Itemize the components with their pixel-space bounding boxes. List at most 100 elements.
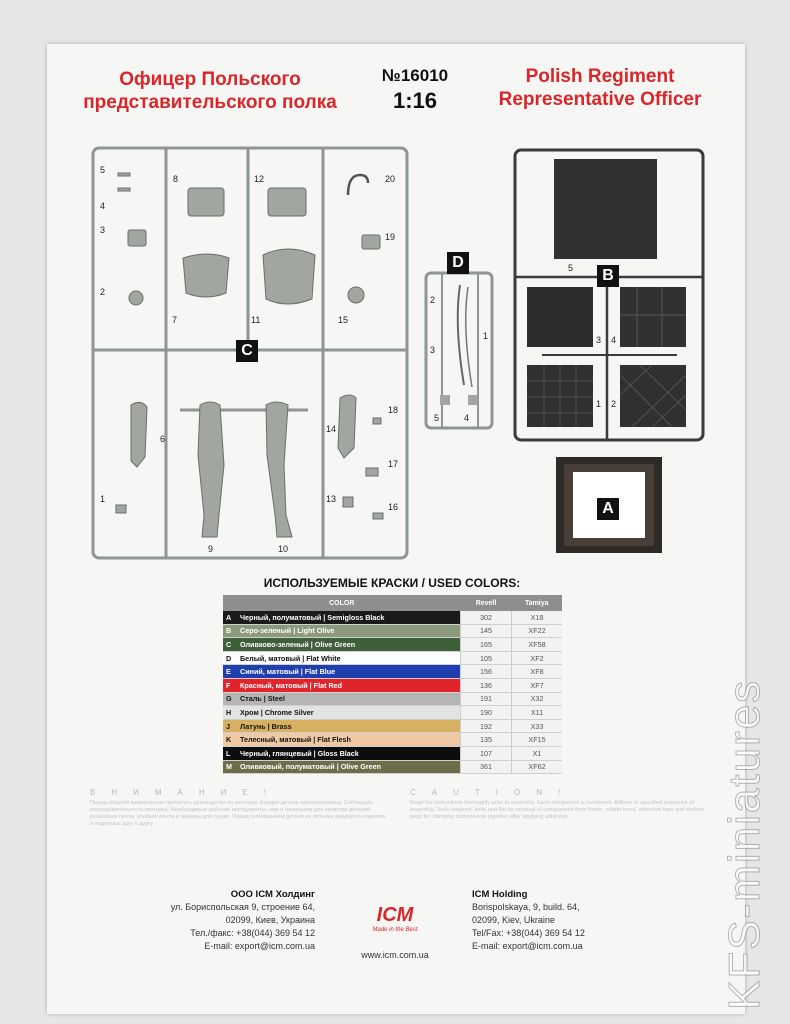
sprue-d-label: D: [447, 252, 469, 274]
sprue-c-part-20: 20: [385, 174, 395, 184]
title-ru-line2: представительского полка: [83, 92, 337, 113]
svg-text:5: 5: [434, 413, 439, 423]
svg-text:1: 1: [483, 331, 488, 341]
sprue-c-part-9: 9: [208, 544, 213, 554]
color-tamiya-code: XF8: [511, 664, 562, 679]
title-ru-line1: Офицер Польского: [119, 69, 301, 90]
color-revell-code: 361: [460, 760, 512, 775]
title-russian: Офицер Польского представительского полк…: [60, 68, 360, 114]
colors-header-revell: Revell: [460, 595, 512, 611]
color-tamiya-code: X1: [511, 746, 562, 761]
sprue-c-part-19: 19: [385, 232, 395, 242]
sprue-c-part-17: 17: [388, 459, 398, 469]
svg-text:5: 5: [568, 263, 573, 273]
color-revell-code: 191: [460, 692, 512, 707]
color-name: Латунь | Brass: [237, 719, 461, 734]
svg-text:1: 1: [596, 399, 601, 409]
color-revell-code: 105: [460, 651, 512, 666]
color-tamiya-code: X32: [511, 692, 562, 707]
company-ru: ООО ICM Холдинг: [230, 889, 315, 900]
svg-text:2: 2: [430, 295, 435, 305]
phone-en: Tel/Fax: +38(044) 369 54 12: [472, 928, 585, 938]
color-name: Сталь | Steel: [237, 692, 461, 707]
address-ru-1: ул. Бориспольская 9, строение 64,: [170, 902, 315, 912]
color-revell-code: 190: [460, 705, 512, 720]
company-en: ICM Holding: [472, 889, 528, 900]
color-name: Хром | Chrome Silver: [237, 705, 461, 720]
sprue-c-part-18: 18: [388, 405, 398, 415]
colors-header-color: COLOR: [223, 595, 461, 611]
sprue-c-part-11: 11: [251, 315, 260, 325]
color-tamiya-code: X11: [511, 705, 562, 720]
sprue-c-label: C: [236, 340, 258, 362]
color-letter: C: [223, 637, 237, 652]
sprue-c-part-1: 1: [100, 494, 105, 504]
contact-russian: ООО ICM Холдинг ул. Бориспольская 9, стр…: [150, 888, 315, 953]
website-link[interactable]: www.icm.com.ua: [361, 950, 429, 960]
sprue-c-part-15: 15: [338, 315, 348, 325]
phone-ru: Тел./факс: +38(044) 369 54 12: [190, 928, 315, 938]
color-tamiya-code: XF58: [511, 637, 562, 652]
color-tamiya-code: X18: [511, 611, 562, 625]
sprue-c-part-8: 8: [173, 174, 178, 184]
sprue-c-part-5: 5: [100, 165, 105, 175]
kit-scale: 1:16: [392, 88, 438, 113]
color-letter: G: [223, 692, 237, 707]
color-name: Красный, матовый | Flat Red: [237, 678, 461, 693]
color-revell-code: 156: [460, 664, 512, 679]
color-letter: K: [223, 732, 237, 747]
icm-logo-tagline: Made in the Best: [372, 927, 418, 933]
color-revell-code: 192: [460, 719, 512, 734]
sprue-c-drawing: 5 4 3 2 8 12 20 19 7 11 15 6 18 14 17 13…: [91, 146, 409, 560]
sprue-b-drawing: 5 3 4 1 2: [513, 148, 705, 442]
svg-text:2: 2: [611, 399, 616, 409]
sprue-c-part-6: 6: [160, 434, 165, 444]
used-colors-title: ИСПОЛЬЗУЕМЫЕ КРАСКИ / USED COLORS:: [263, 576, 521, 590]
color-name: Черный, глянцевый | Gloss Black: [237, 746, 461, 761]
sprue-c-part-10: 10: [278, 544, 288, 554]
color-letter: B: [223, 624, 237, 639]
warning-head-ru: ВНИМАНИЕ!: [90, 788, 282, 797]
color-name: Телесный, матовый | Flat Flesh: [237, 732, 461, 747]
color-letter: H: [223, 705, 237, 720]
sprue-c-part-4: 4: [100, 201, 105, 211]
color-revell-code: 165: [460, 637, 512, 652]
color-letter: E: [223, 664, 237, 679]
color-tamiya-code: XF62: [511, 760, 562, 775]
svg-text:3: 3: [596, 335, 601, 345]
svg-text:4: 4: [464, 413, 469, 423]
color-letter: J: [223, 719, 237, 734]
color-name: Оливково-зеленый | Olive Green: [237, 637, 461, 652]
sprue-d-drawing: 2 3 1 5 4: [424, 271, 494, 430]
color-name: Синий, матовый | Flat Blue: [237, 664, 461, 679]
title-en-line1: Polish Regiment: [525, 66, 675, 87]
color-letter: F: [223, 678, 237, 693]
color-letter: L: [223, 746, 237, 761]
color-revell-code: 136: [460, 678, 512, 693]
svg-text:4: 4: [611, 335, 616, 345]
warning-text-ru: Перед сборкой внимательно прочитать руко…: [90, 800, 386, 827]
icm-logo: ICM Made in the Best: [350, 904, 440, 933]
color-letter: A: [223, 611, 237, 625]
color-name: Белый, матовый | Flat White: [237, 651, 461, 666]
address-ru-2: 02099, Киев, Украина: [225, 915, 315, 925]
sprue-c-part-2: 2: [100, 287, 105, 297]
title-en-line2: Representative Officer: [498, 89, 702, 110]
color-tamiya-code: X33: [511, 719, 562, 734]
sprue-c-part-3: 3: [100, 225, 105, 235]
sprue-c-part-14: 14: [326, 424, 336, 434]
color-tamiya-code: XF2: [511, 651, 562, 666]
sprue-c-part-12: 12: [254, 174, 264, 184]
title-english: Polish Regiment Representative Officer: [470, 65, 730, 111]
email-ru: E-mail: export@icm.com.ua: [204, 941, 315, 951]
warning-text-en: Read the instructions thoroughly prior t…: [410, 800, 704, 820]
contact-english: ICM Holding Borispolskaya, 9, build. 64,…: [472, 888, 642, 953]
